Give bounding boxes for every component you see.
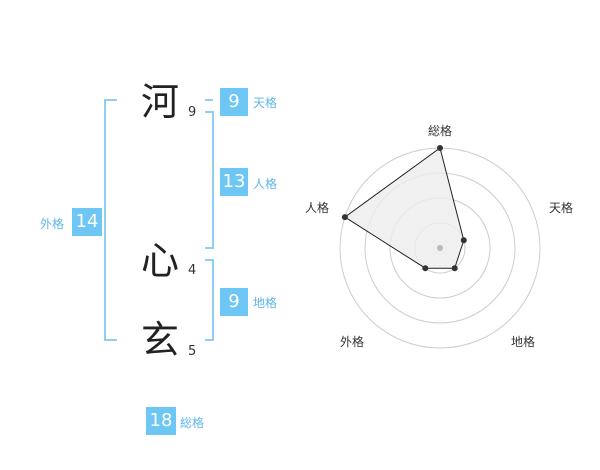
jinkaku-label: 人格 bbox=[253, 177, 278, 191]
radar-point-1 bbox=[460, 237, 467, 244]
name-char-2-strokes: 4 bbox=[188, 263, 197, 278]
radar-point-0 bbox=[437, 145, 443, 151]
radar-axis-label-chikaku: 地格 bbox=[511, 335, 536, 349]
gaikaku-value: 14 bbox=[72, 208, 102, 236]
radar-axis-label-gaikaku: 外格 bbox=[340, 335, 365, 349]
name-char-3: 玄 bbox=[141, 318, 180, 362]
soukaku-label: 総格 bbox=[180, 416, 205, 430]
jinkaku-value: 13 bbox=[220, 168, 248, 196]
chikaku-value: 9 bbox=[220, 288, 248, 316]
radar-center-dot bbox=[437, 245, 443, 251]
radar-axis-label-tenkaku: 天格 bbox=[549, 201, 574, 215]
name-char-2: 心 bbox=[141, 239, 180, 283]
name-char-3-strokes: 5 bbox=[188, 344, 197, 359]
name-char-1-strokes: 9 bbox=[188, 105, 197, 120]
radar-series-polygon bbox=[344, 147, 465, 269]
tenkaku-value: 9 bbox=[220, 88, 248, 116]
chikaku-bracket bbox=[205, 259, 214, 341]
radar-axis-label-soukaku: 総格 bbox=[428, 124, 453, 138]
tenkaku-label: 天格 bbox=[253, 96, 278, 110]
jinkaku-bracket bbox=[205, 111, 214, 249]
radar-axis-label-jinkaku: 人格 bbox=[305, 201, 330, 215]
radar-point-3 bbox=[422, 265, 429, 272]
chikaku-label: 地格 bbox=[253, 296, 278, 310]
name-char-1: 河 bbox=[141, 80, 180, 124]
radar-point-4 bbox=[341, 214, 348, 221]
soukaku-value: 18 bbox=[146, 407, 176, 435]
gaikaku-label: 外格 bbox=[40, 217, 65, 231]
gaikaku-bracket bbox=[104, 99, 117, 341]
radar-point-2 bbox=[451, 265, 458, 272]
